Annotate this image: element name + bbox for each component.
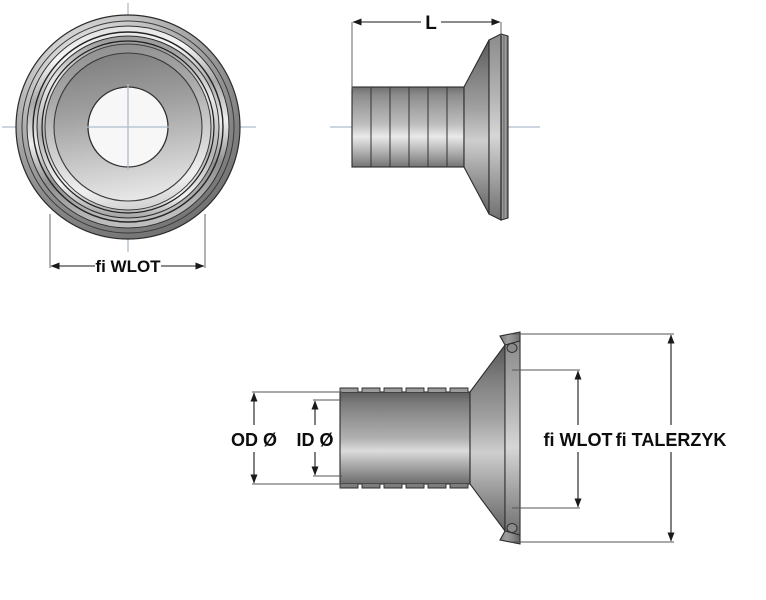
dimension-label-od: OD Ø: [231, 430, 277, 450]
front-view: fi WLOT: [2, 3, 256, 276]
dimension-label-L: L: [425, 13, 437, 34]
dimension-label-fi-wlot-front: fi WLOT: [95, 257, 161, 276]
section-view: OD Ø ID Ø fi WLOT: [231, 331, 727, 545]
section-view-barb-ridges-bottom: [339, 484, 469, 489]
section-view-bolt-hole-top: [506, 343, 518, 353]
dimension-id: ID Ø: [296, 399, 342, 477]
section-view-barb-barrel: [339, 391, 471, 485]
section-view-barb-ridges-top: [339, 387, 469, 392]
dimension-label-fi-wlot-section: fi WLOT: [544, 430, 613, 450]
front-view-rim-groove-3: [41, 40, 215, 214]
dimension-label-fi-talerzyk: fi TALERZYK: [616, 430, 727, 450]
section-view-cone-taper: [469, 343, 506, 533]
side-view-flange-plate: [488, 33, 502, 221]
dimension-fi-talerzyk: fi TALERZYK: [512, 333, 727, 543]
dimension-fi-wlot-section: fi WLOT: [512, 369, 613, 509]
front-view-rim-groove-2: [32, 31, 224, 223]
side-view-cone-taper: [463, 39, 490, 215]
side-view: L: [330, 13, 540, 221]
dimension-label-id: ID Ø: [296, 430, 333, 450]
side-view-flange-edge: [500, 33, 509, 221]
dimension-fi-wlot-front: fi WLOT: [49, 214, 206, 276]
front-view-rim-groove-1: [21, 20, 235, 234]
section-view-bolt-hole-bottom: [506, 523, 518, 533]
dimension-od: OD Ø: [231, 391, 342, 485]
dimension-L: L: [351, 13, 502, 89]
section-view-flange-face: [504, 340, 521, 536]
